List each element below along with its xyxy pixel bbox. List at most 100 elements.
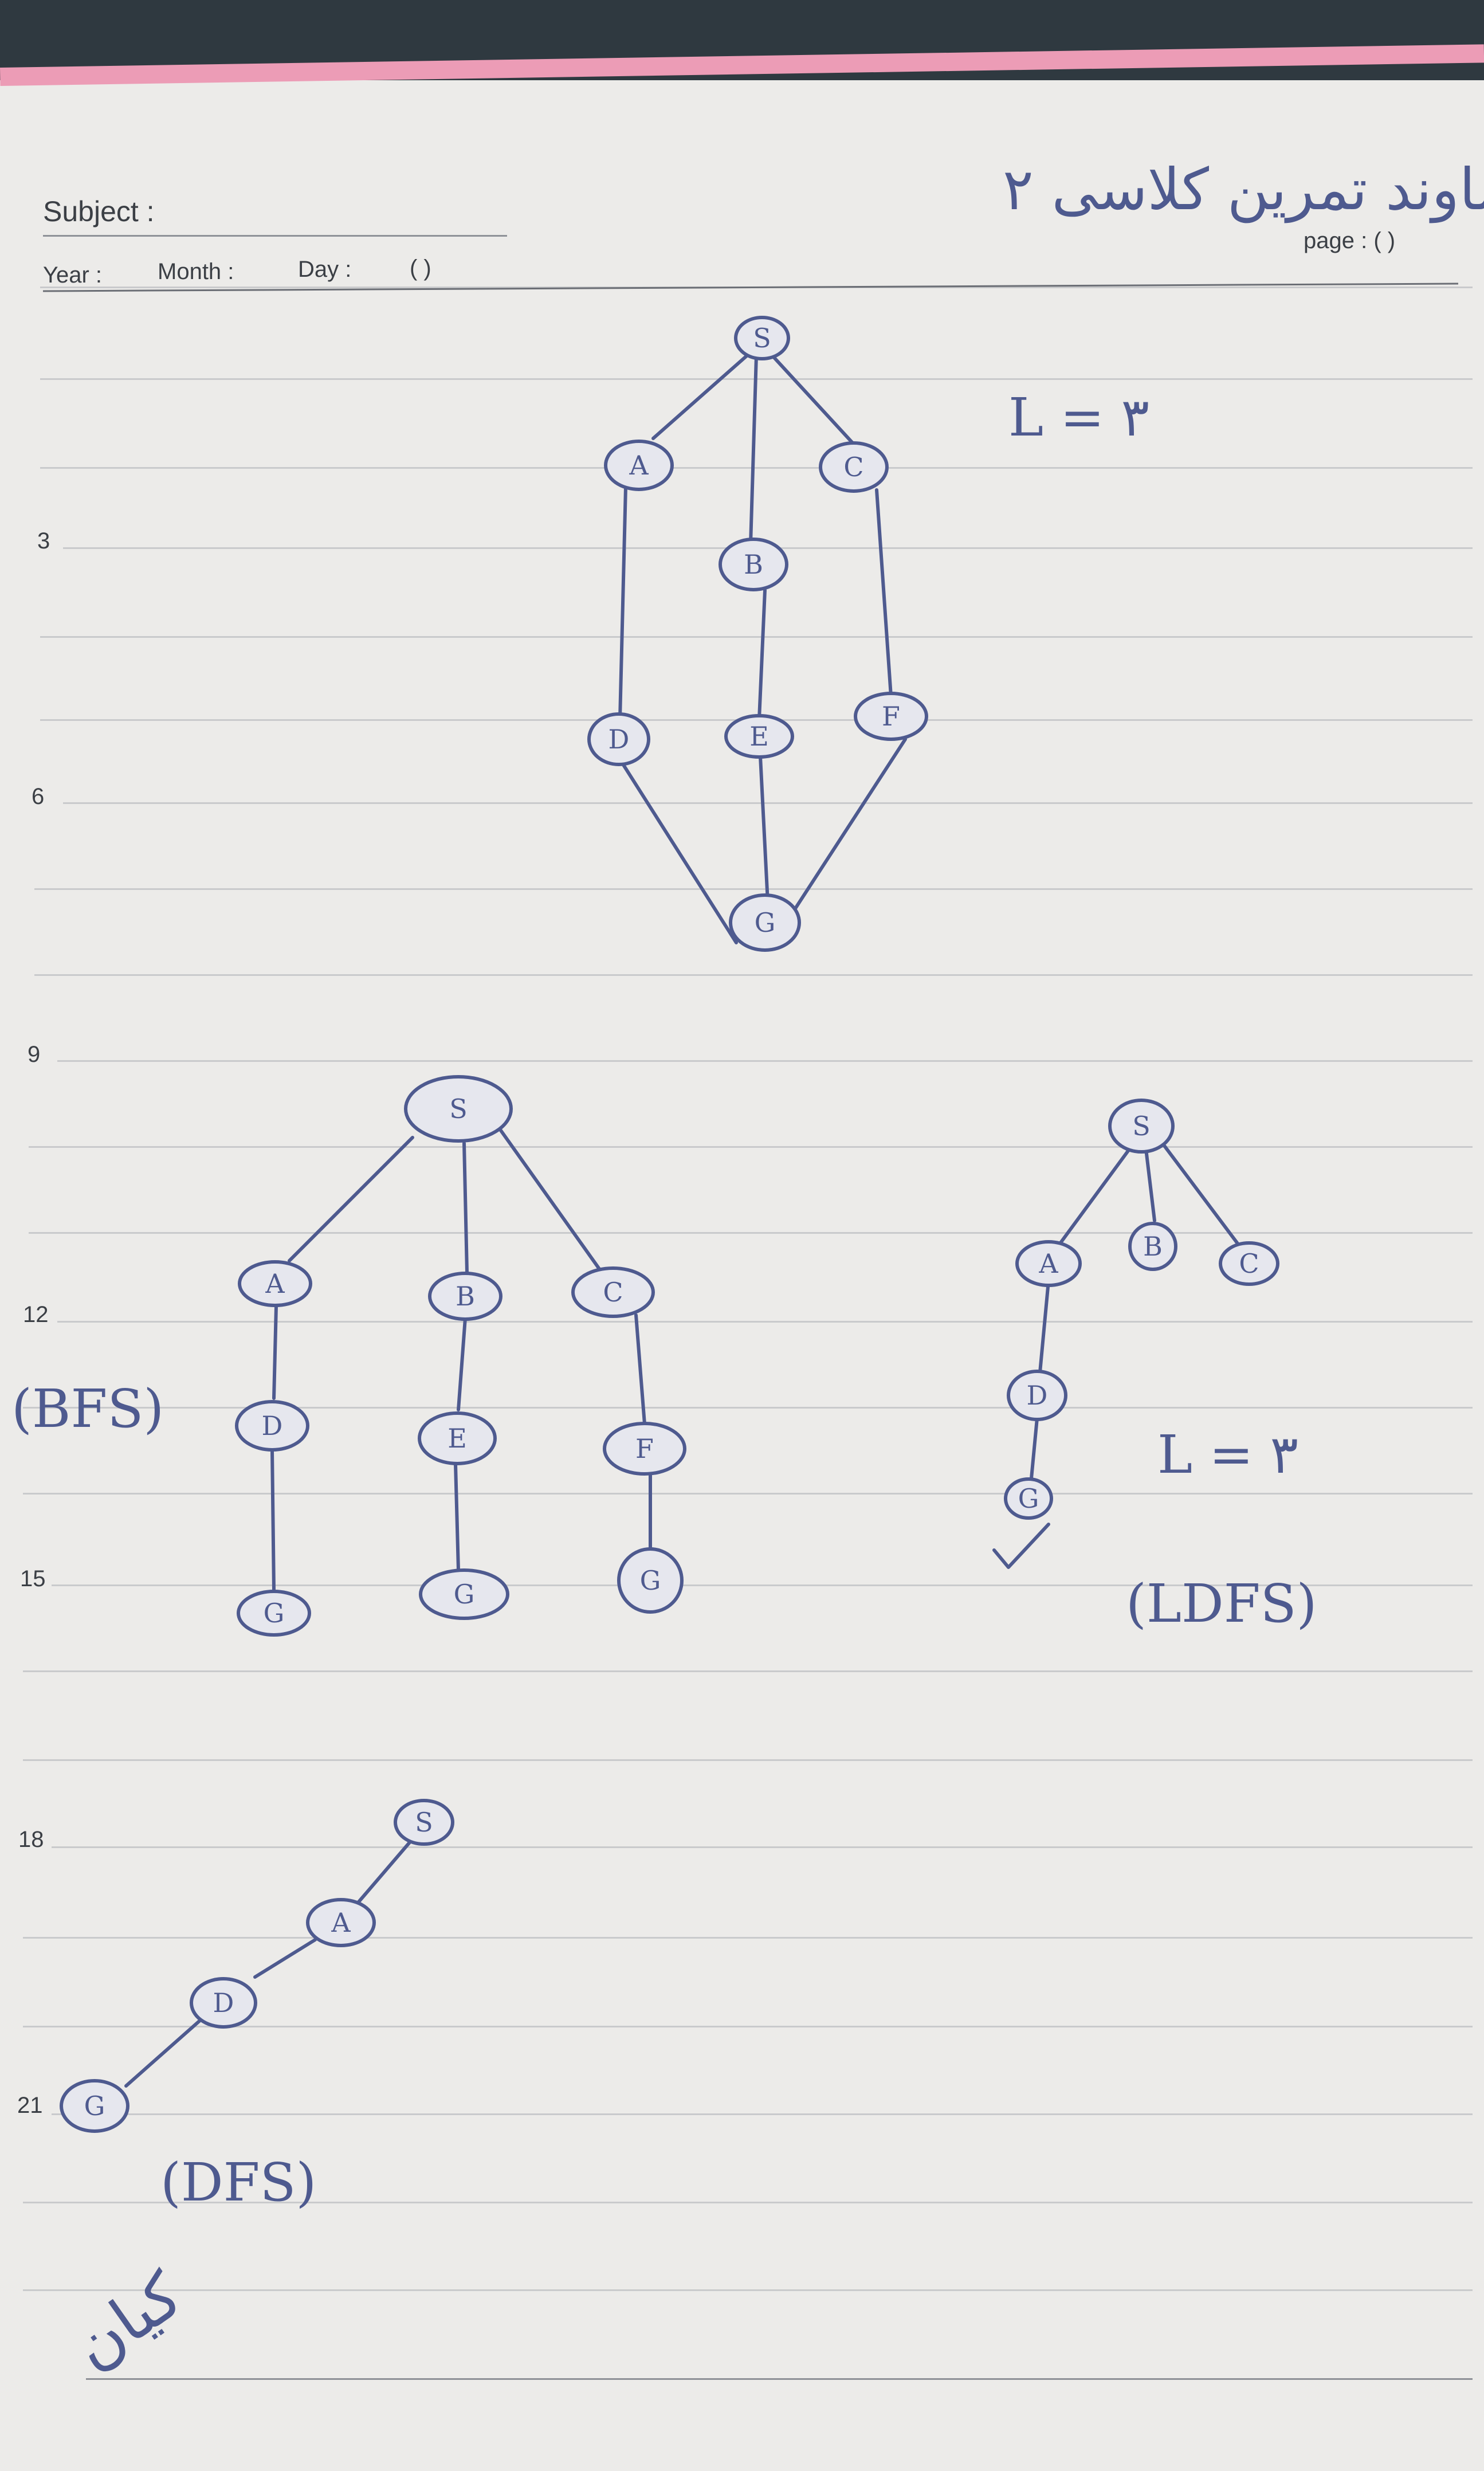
ldfs-label: (LDFS) <box>1126 1573 1317 1634</box>
ruled-line <box>52 2113 1473 2115</box>
ruled-line <box>57 1321 1473 1323</box>
graph-node-label: E <box>749 721 769 752</box>
bfs-edge <box>272 1305 278 1400</box>
dfs-node-g <box>60 2079 129 2133</box>
ruled-line <box>23 1937 1473 1939</box>
graph-node-g <box>729 893 801 952</box>
ldfs-node-s <box>1108 1099 1175 1154</box>
ruled-line <box>23 1759 1473 1761</box>
ruled-line <box>23 2202 1473 2203</box>
ruled-line <box>23 2026 1473 2027</box>
bfs-tree: S A B C D E F G G G <box>235 1075 686 1637</box>
graph-node-label: S <box>753 323 771 354</box>
bfs-edge <box>288 1136 414 1262</box>
bfs-node-c <box>571 1266 655 1318</box>
ldfs-edge <box>1058 1144 1133 1245</box>
dfs-node-label: G <box>84 2090 105 2121</box>
ldfs-node-label: B <box>1143 1231 1163 1262</box>
bfs-node-g <box>419 1568 509 1620</box>
bfs-node-label: G <box>454 1579 475 1610</box>
bfs-node-d <box>235 1400 309 1452</box>
graph-node-f <box>854 692 928 741</box>
dfs-node-d <box>190 1977 257 2029</box>
day-value: ( ) <box>410 256 431 281</box>
dfs-node-label: A <box>331 1907 351 1938</box>
subject-label: Subject : <box>43 195 155 228</box>
ldfs-edge <box>1144 1147 1156 1222</box>
edge-s-a <box>651 351 752 440</box>
bfs-node-e <box>418 1411 497 1465</box>
bfs-node-label: S <box>449 1093 468 1124</box>
ldfs-node-label: C <box>1239 1248 1259 1279</box>
graph-node-label: A <box>629 450 649 481</box>
edge-d-g <box>620 760 738 944</box>
dfs-path: S A D G <box>60 1799 454 2133</box>
graph-node-label: C <box>843 452 863 483</box>
ldfs-edge <box>1030 1417 1039 1480</box>
graph-node-label: B <box>744 549 763 580</box>
ldfs-node-label: D <box>1027 1380 1048 1411</box>
ldfs-checkmark <box>992 1523 1050 1569</box>
ldfs-edge <box>1159 1139 1239 1245</box>
dfs-node-label: D <box>213 1987 234 2018</box>
ruled-line <box>29 1146 1473 1148</box>
ldfs-node-label: S <box>1132 1111 1151 1142</box>
bfs-edge <box>634 1313 646 1426</box>
dfs-node-s <box>394 1799 454 1846</box>
graph-node-a <box>604 440 674 491</box>
bfs-edge <box>270 1448 276 1592</box>
bfs-node-label: F <box>635 1433 654 1464</box>
ldfs-node-label: G <box>1018 1483 1039 1514</box>
footer-line <box>86 2378 1473 2380</box>
ruled-line <box>57 1060 1473 1062</box>
bfs-label: (BFS) <box>11 1378 164 1440</box>
handwritten-title: سبحان مساوند تمرین کلاسی ۲ <box>1003 156 1484 223</box>
graph-node-e <box>724 714 794 759</box>
bfs-node-label: A <box>265 1268 285 1299</box>
edge-c-f <box>875 488 893 698</box>
edge-e-g <box>759 755 770 904</box>
bfs-node-a <box>238 1260 312 1307</box>
dfs-node-label: S <box>415 1807 433 1838</box>
graph-node-c <box>819 441 889 493</box>
bfs-edge <box>494 1121 603 1274</box>
bfs-node-label: G <box>640 1565 661 1596</box>
ruled-line <box>34 974 1473 976</box>
edge-a-d <box>618 485 627 721</box>
graph-node-label: F <box>882 701 900 732</box>
ldfs-depth-note: L = ۳ <box>1157 1424 1298 1485</box>
line-number: 15 <box>20 1566 46 1591</box>
dfs-node-a <box>306 1898 376 1947</box>
ruled-line <box>34 888 1473 890</box>
dfs-label: (DFS) <box>160 2152 316 2213</box>
bfs-node-b <box>428 1272 502 1321</box>
bfs-node-label: E <box>447 1423 467 1454</box>
ruled-line <box>29 1232 1473 1234</box>
line-number: 12 <box>23 1302 49 1327</box>
ruled-line <box>63 802 1473 804</box>
graph-node-label: G <box>755 907 776 938</box>
ldfs-node-label: A <box>1038 1248 1058 1279</box>
bfs-node-f <box>603 1422 686 1476</box>
ruled-line <box>23 2289 1473 2291</box>
line-number: 21 <box>17 2093 43 2118</box>
graph-node-label: D <box>608 724 630 755</box>
edge-s-b <box>749 354 758 546</box>
graph-node-b <box>719 538 788 591</box>
bfs-node-label: B <box>456 1281 475 1312</box>
ldfs-edge <box>1038 1279 1050 1374</box>
month-label: Month : <box>158 259 234 284</box>
line-number: 3 <box>37 528 50 554</box>
ruled-line <box>23 1670 1473 1672</box>
ruled-line <box>52 1584 1473 1586</box>
state-graph: S A B C D E F G <box>587 316 928 952</box>
bfs-edge <box>462 1142 469 1274</box>
bfs-node-g <box>617 1547 684 1614</box>
ruled-line <box>23 1493 1473 1495</box>
year-label: Year : <box>43 262 103 288</box>
line-number: 9 <box>28 1042 41 1067</box>
subject-underline <box>43 235 507 237</box>
edge-f-g <box>792 738 907 913</box>
